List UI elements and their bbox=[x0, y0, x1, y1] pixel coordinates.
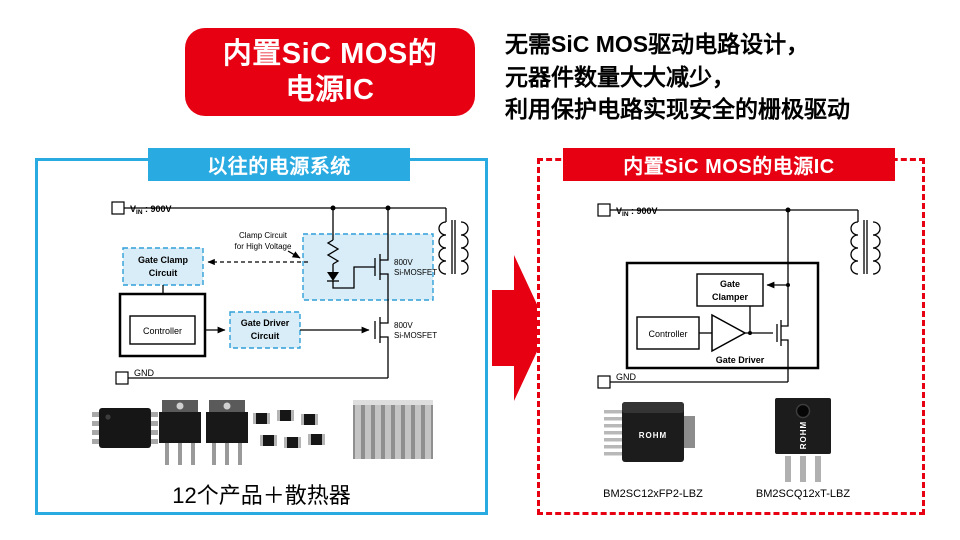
clamp-note-line1: Clamp Circuit bbox=[239, 231, 288, 240]
transition-arrow-icon bbox=[492, 255, 548, 401]
header-description: 无需SiC MOS驱动电路设计， 元器件数量大大减少， 利用保护电路实现安全的栅… bbox=[505, 28, 850, 126]
brand-logo: ROHM bbox=[799, 421, 808, 449]
panel-sic-power-ic: 内置SiC MOS的电源IC VIN : 900V bbox=[537, 148, 925, 515]
gate-clamp-label2: Circuit bbox=[149, 268, 178, 278]
clamp-note-line2: for High Voltage bbox=[235, 242, 292, 251]
mosfet-bottom-label2: Si-MOSFET bbox=[394, 331, 437, 340]
gnd-label: GND bbox=[616, 372, 637, 382]
sop8-package-icon bbox=[92, 408, 158, 448]
legacy-components-image bbox=[92, 400, 433, 465]
gnd-terminal bbox=[597, 375, 611, 389]
controller-box bbox=[129, 315, 196, 345]
to247-package-icon bbox=[206, 400, 248, 465]
gate-driver-box bbox=[229, 311, 301, 349]
transformer-icon bbox=[438, 208, 469, 275]
gate-driver-label1: Gate Driver bbox=[241, 318, 290, 328]
mosfet-top-label1: 800V bbox=[394, 258, 413, 267]
power-ic-boundary-box bbox=[625, 261, 820, 370]
gnd-terminal bbox=[115, 371, 129, 385]
sic-circuit-diagram: VIN : 900V Gate Clamper Controller bbox=[597, 203, 881, 389]
mosfet-top-label2: Si-MOSFET bbox=[394, 268, 437, 277]
description-line-1: 无需SiC MOS驱动电路设计， bbox=[505, 31, 810, 57]
brand-logo: ROHM bbox=[639, 431, 667, 440]
gate-clamp-box bbox=[122, 247, 204, 286]
controller-label: Controller bbox=[648, 329, 687, 339]
vin-label: VIN : 900V bbox=[130, 204, 172, 216]
legacy-caption: 12个产品＋散热器 bbox=[172, 483, 351, 508]
sic-mosfet-icon bbox=[776, 210, 789, 382]
title-badge: 内置SiC MOS的 电源IC bbox=[185, 28, 475, 116]
controller-label: Controller bbox=[143, 326, 182, 336]
description-line-3: 利用保护电路实现安全的栅极驱动 bbox=[505, 96, 850, 123]
heatsink-icon bbox=[353, 400, 433, 459]
product-name-to220: BM2SCQ12xT-LBZ bbox=[756, 488, 850, 500]
description-line-2: 元器件数量大大减少， bbox=[505, 63, 735, 90]
mosfet-top-icon bbox=[374, 208, 389, 324]
title-badge-line2: 电源IC bbox=[285, 74, 375, 106]
clamp-resistor-diode-icon bbox=[326, 208, 375, 289]
controller-outer-box bbox=[118, 292, 207, 358]
transformer-icon bbox=[850, 210, 881, 275]
legacy-circuit-diagram: VIN : 900V Clamp Circuit for High Voltag… bbox=[111, 201, 469, 385]
d2pak-package-icon: ROHM bbox=[604, 402, 695, 462]
gate-clamper-box bbox=[696, 273, 764, 307]
vin-label: VIN : 900V bbox=[616, 206, 658, 218]
smd-diodes-icon bbox=[253, 410, 325, 448]
gate-driver-amp-icon bbox=[711, 313, 747, 353]
sic-products-image: ROHM BM2SC12xFP2-LBZ ROHM BM2SCQ12xT-LBZ bbox=[603, 398, 850, 500]
panel-legacy-system: 以往的电源系统 VIN : 900V bbox=[35, 148, 488, 515]
mosfet-bottom-icon bbox=[374, 317, 389, 378]
gate-driver-label2: Circuit bbox=[251, 331, 280, 341]
to247-package-icon bbox=[159, 400, 201, 465]
gnd-label: GND bbox=[134, 368, 155, 378]
gate-clamper-label2: Clamper bbox=[712, 292, 749, 302]
mosfet-bottom-label1: 800V bbox=[394, 321, 413, 330]
vin-terminal bbox=[111, 201, 125, 215]
to220-package-icon: ROHM bbox=[775, 398, 831, 482]
panel-sic-title: 内置SiC MOS的电源IC bbox=[563, 148, 895, 181]
gate-clamper-label1: Gate bbox=[720, 279, 740, 289]
gate-driver-label: Gate Driver bbox=[716, 355, 765, 365]
product-name-d2pak: BM2SC12xFP2-LBZ bbox=[603, 488, 703, 500]
gate-clamp-label1: Gate Clamp bbox=[138, 255, 189, 265]
vin-terminal bbox=[597, 203, 611, 217]
controller-box bbox=[636, 316, 700, 350]
panel-legacy-title: 以往的电源系统 bbox=[148, 148, 410, 181]
title-badge-line1: 内置SiC MOS的 bbox=[222, 37, 438, 70]
